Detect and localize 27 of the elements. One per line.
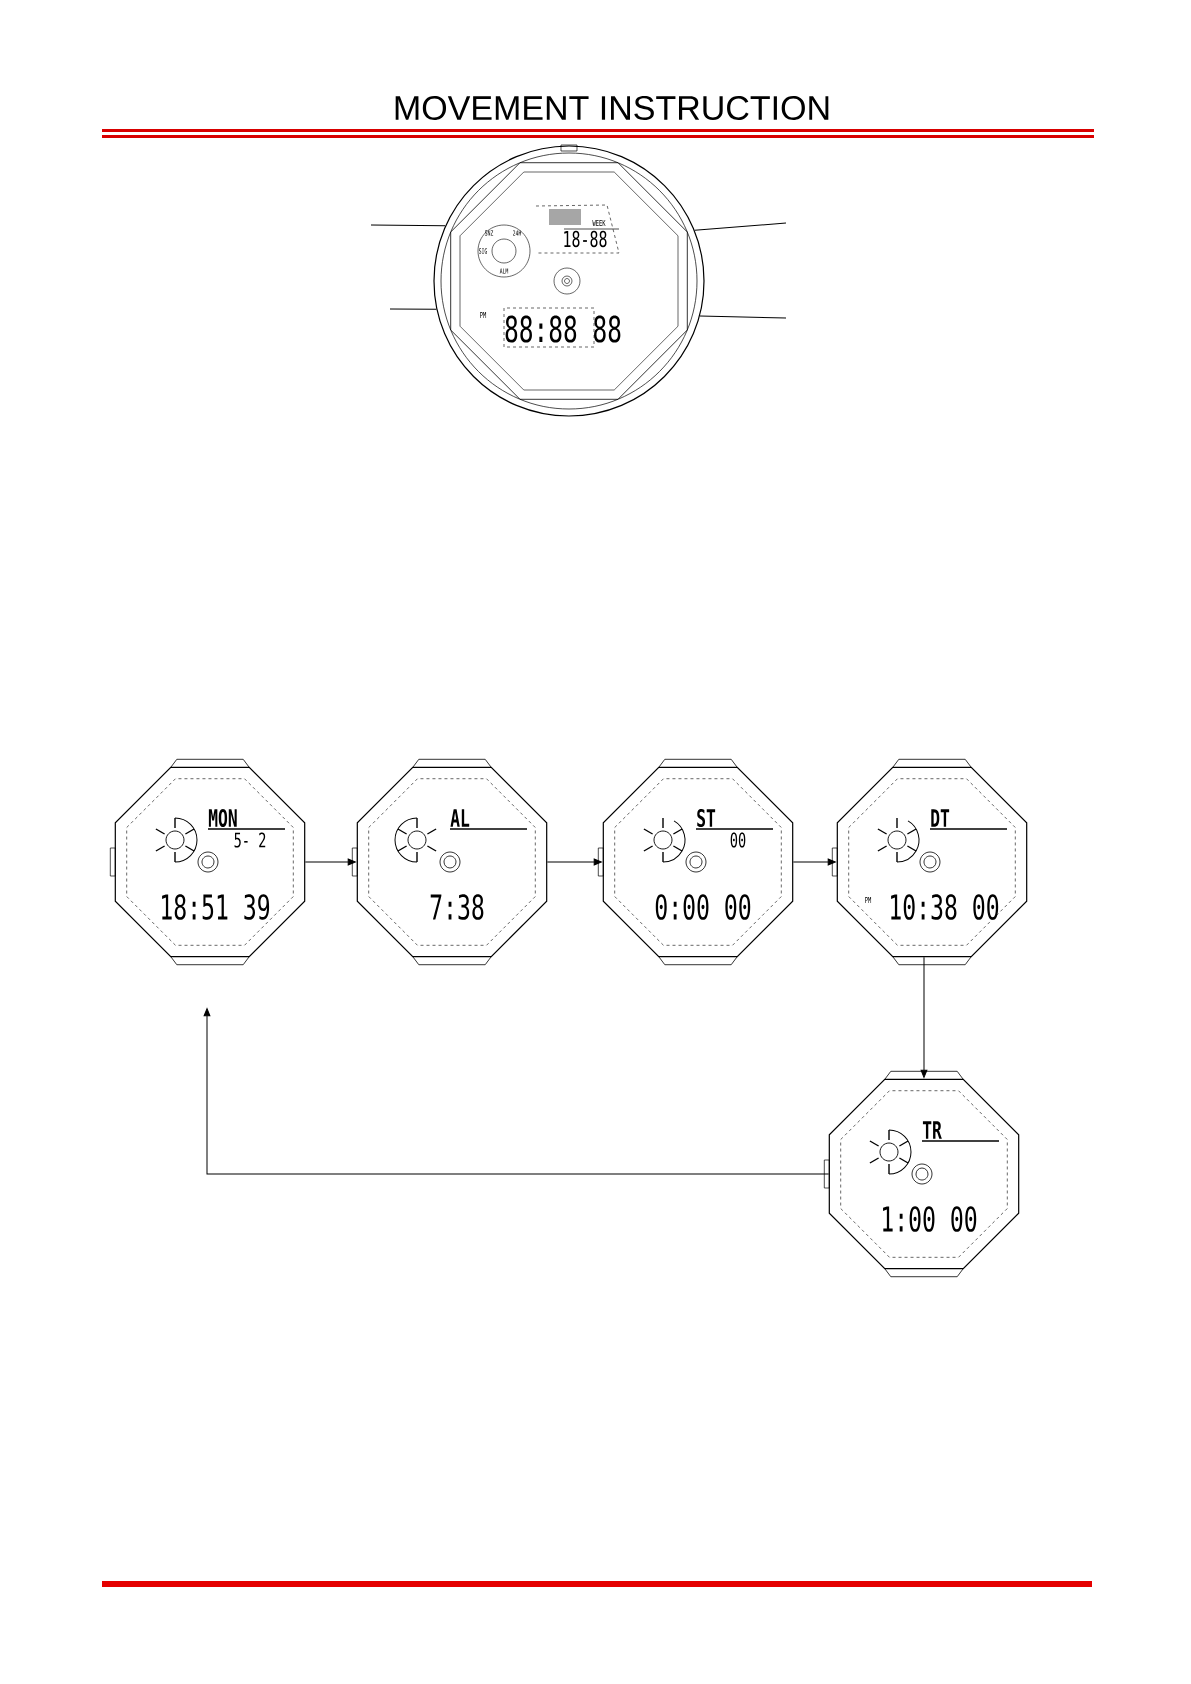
- arrow: [920, 956, 928, 1078]
- arrow: [792, 858, 836, 866]
- arrow: [203, 1008, 830, 1175]
- title: MOVEMENT INSTRUCTION: [395, 95, 829, 121]
- leader-line: [370, 224, 446, 227]
- lcd-text: 18:51 39: [162, 894, 270, 920]
- lcd-text: DT: [931, 809, 950, 827]
- lcd-text: PM: [865, 897, 872, 903]
- leader-line: [694, 222, 787, 231]
- lcd-text: 5- 2: [234, 832, 266, 848]
- arrow: [546, 858, 602, 866]
- lcd-text: PM: [480, 312, 487, 318]
- lcd-text: 88:88 88: [505, 315, 621, 343]
- lcd-text: TR: [922, 1121, 942, 1139]
- leader-line: [389, 308, 437, 310]
- lcd-text: 1:00 00: [883, 1206, 977, 1232]
- lcd-text: 10:38 00: [891, 894, 999, 920]
- lcd-text: 7:38: [430, 894, 484, 920]
- lcd-text: 0:00 00: [655, 894, 751, 920]
- lcd-text: 00: [730, 832, 746, 848]
- lcd-text: WEEK: [592, 220, 606, 226]
- lcd-text: ST: [697, 808, 716, 828]
- leader-line: [699, 315, 787, 319]
- lcd-text: 18-88: [564, 230, 607, 248]
- lcd-text: MON: [208, 808, 237, 828]
- lcd-text: AL: [450, 809, 470, 827]
- arrow: [304, 858, 356, 866]
